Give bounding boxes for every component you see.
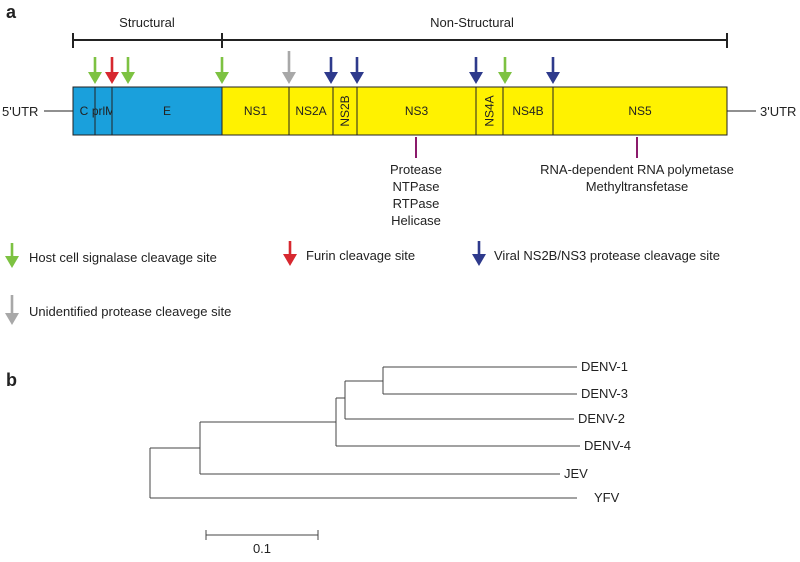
utr3-label: 3'UTR xyxy=(760,104,796,119)
leaf-yfv: YFV xyxy=(594,490,620,505)
scale-bar-label: 0.1 xyxy=(253,541,271,556)
phylogenetic-tree xyxy=(149,366,580,499)
legend-unknown-label: Unidentified protease cleavege site xyxy=(29,304,231,319)
ns5-function-mtase: Methyltransfetase xyxy=(586,179,689,194)
viral-cleavage-arrow xyxy=(469,57,483,84)
legend-host-arrow xyxy=(5,243,19,268)
furin-cleavage-arrow xyxy=(105,57,119,84)
legend-viral-label: Viral NS2B/NS3 protease cleavage site xyxy=(494,248,720,263)
host-cleavage-arrow xyxy=(121,57,135,84)
segment-e xyxy=(111,86,223,136)
viral-cleavage-arrow xyxy=(350,57,364,84)
nonstructural-label: Non-Structural xyxy=(430,15,514,30)
segment-label-ns1: NS1 xyxy=(244,104,268,118)
panel-b-letter: b xyxy=(6,370,17,390)
legend-furin-label: Furin cleavage site xyxy=(306,248,415,263)
segment-label-c: C xyxy=(80,104,89,118)
leaf-denv1: DENV-1 xyxy=(581,359,628,374)
segment-label-ns3: NS3 xyxy=(405,104,429,118)
leaf-denv4: DENV-4 xyxy=(584,438,631,453)
segment-ns3 xyxy=(356,86,477,136)
segment-label-ns2a: NS2A xyxy=(295,104,326,118)
legend-furin-arrow xyxy=(283,241,297,266)
segment-label-e: E xyxy=(163,104,171,118)
segment-ns2a xyxy=(288,86,334,136)
viral-cleavage-arrow xyxy=(324,57,338,84)
unknown-cleavage-arrow xyxy=(282,51,296,84)
scale-bar xyxy=(205,530,319,540)
cleavage-arrows xyxy=(88,51,560,84)
leaf-denv3: DENV-3 xyxy=(581,386,628,401)
segment-label-ns5: NS5 xyxy=(628,104,652,118)
leaf-denv2: DENV-2 xyxy=(578,411,625,426)
ns5-function-rdrp: RNA-dependent RNA polymetase xyxy=(540,162,734,177)
structural-label: Structural xyxy=(119,15,175,30)
ns3-function-ntpase: NTPase xyxy=(393,179,440,194)
host-cleavage-arrow xyxy=(215,57,229,84)
segment-label-prm: prlM xyxy=(92,104,115,118)
segment-ns5 xyxy=(552,86,728,136)
viral-cleavage-arrow xyxy=(546,57,560,84)
ns3-function-protease: Protease xyxy=(390,162,442,177)
segment-label-ns2b: NS2B xyxy=(338,95,352,126)
segment-label-ns4a: NS4A xyxy=(483,95,497,126)
legend-unknown-arrow xyxy=(5,295,19,325)
ns3-function-helicase: Helicase xyxy=(391,213,441,228)
host-cleavage-arrow xyxy=(88,57,102,84)
utr5-label: 5'UTR xyxy=(2,104,38,119)
leaf-jev: JEV xyxy=(564,466,588,481)
host-cleavage-arrow xyxy=(498,57,512,84)
legend-viral-arrow xyxy=(472,241,486,266)
segment-label-ns4b: NS4B xyxy=(512,104,543,118)
region-brackets xyxy=(72,33,728,48)
legend-arrows xyxy=(5,241,486,325)
legend-host-label: Host cell signalase cleavage site xyxy=(29,250,217,265)
panel-a-letter: a xyxy=(6,2,17,22)
segment-ns4b xyxy=(502,86,554,136)
ns3-function-rtpase: RTPase xyxy=(393,196,440,211)
